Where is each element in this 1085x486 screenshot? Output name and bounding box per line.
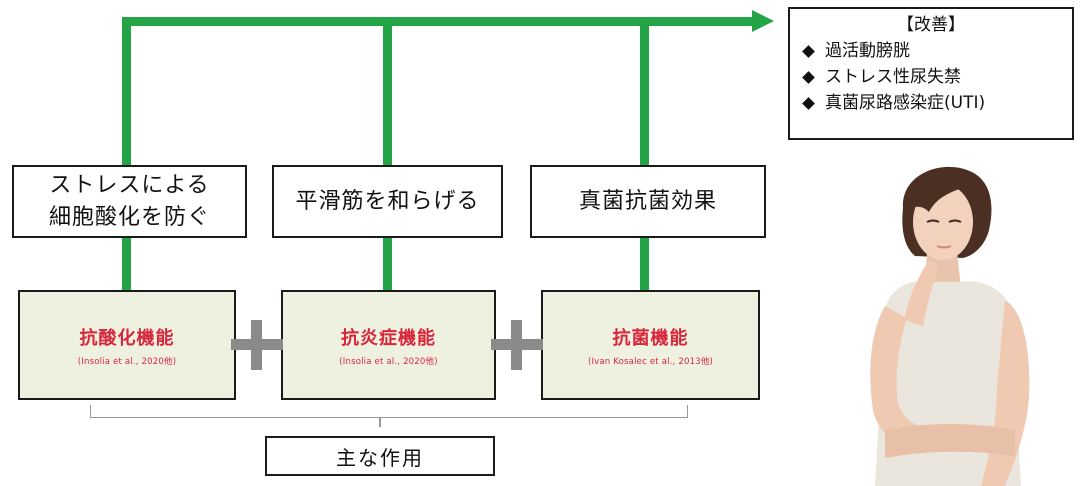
vertical-connector-3 — [640, 26, 649, 290]
top-arrow-line — [122, 17, 757, 26]
function-title: 抗酸化機能 — [79, 327, 175, 349]
function-citation: (Ivan Kosalec et al., 2013他) — [587, 356, 714, 367]
improvement-title: 【改善】 — [897, 15, 965, 35]
improvement-item: ストレス性尿失禁 — [802, 64, 1072, 90]
main-action-box: 主な作用 — [265, 436, 495, 476]
function-citation: (Insolia et al., 2020他) — [339, 356, 438, 367]
effect-box-antioxidation: ストレスによる 細胞酸化を防ぐ — [12, 165, 247, 238]
function-box-antibacterial: 抗菌機能 (Ivan Kosalec et al., 2013他) — [541, 290, 760, 400]
function-citation: (Insolia et al., 2020他) — [77, 356, 177, 367]
improvement-box: 【改善】 過活動膀胱 ストレス性尿失禁 真菌尿路感染症(UTI) — [788, 7, 1074, 140]
function-box-anti-inflammatory: 抗炎症機能 (Insolia et al., 2020他) — [281, 290, 496, 400]
diamond-bullet-icon — [802, 70, 815, 84]
bracket-tick — [379, 417, 381, 427]
vertical-connector-1 — [122, 17, 131, 290]
thinking-woman-image — [870, 166, 1030, 486]
arrow-head-icon — [752, 10, 774, 32]
diamond-bullet-icon — [802, 44, 815, 58]
improvement-item: 真菌尿路感染症(UTI) — [802, 90, 1072, 116]
improvement-item: 過活動膀胱 — [802, 38, 1072, 64]
improvement-list: 過活動膀胱 ストレス性尿失禁 真菌尿路感染症(UTI) — [790, 38, 1072, 116]
effect-box-antifungal: 真菌抗菌効果 — [530, 165, 766, 238]
grouping-bracket — [90, 405, 688, 418]
function-box-antioxidant: 抗酸化機能 (Insolia et al., 2020他) — [18, 290, 236, 400]
function-title: 抗炎症機能 — [341, 327, 436, 349]
effect-box-smooth-muscle: 平滑筋を和らげる — [272, 165, 503, 238]
diamond-bullet-icon — [802, 96, 815, 110]
vertical-connector-2 — [383, 26, 392, 290]
function-title: 抗菌機能 — [612, 327, 689, 349]
